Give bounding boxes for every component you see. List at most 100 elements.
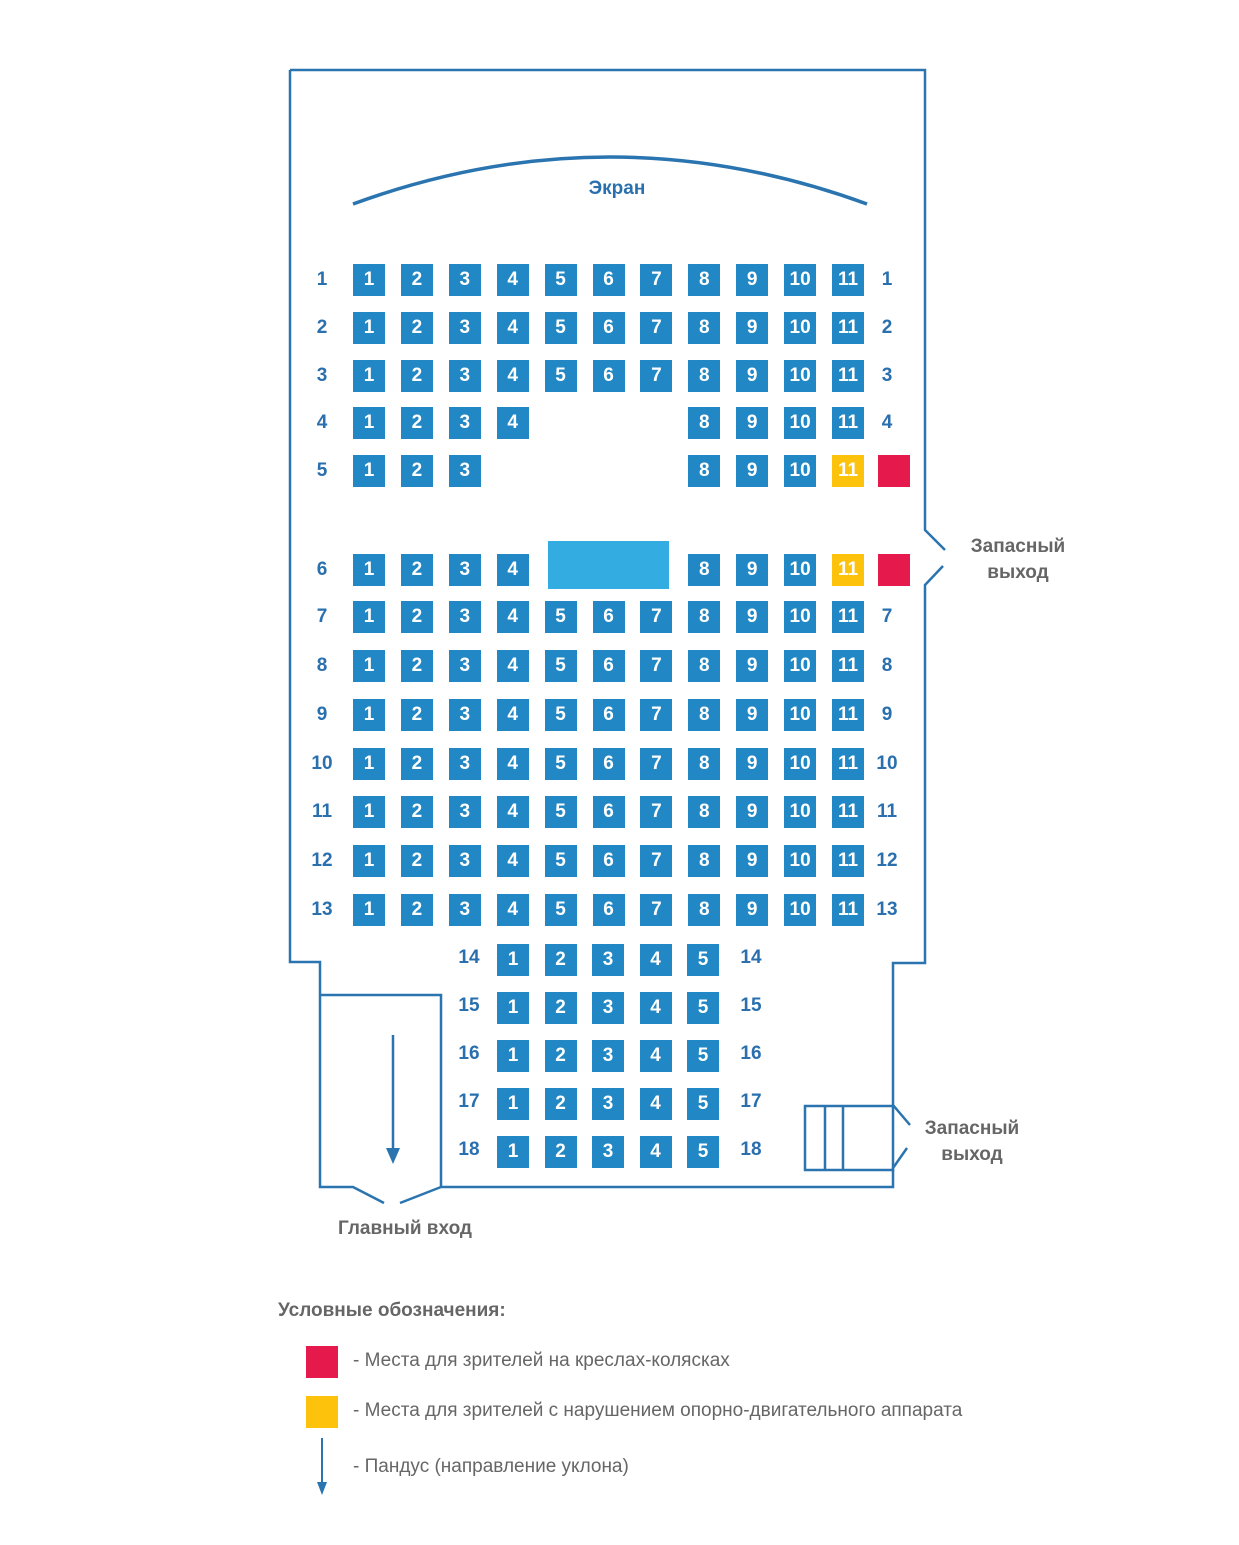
seat[interactable]: 4 xyxy=(496,845,529,877)
seat[interactable]: 3 xyxy=(448,407,481,439)
seat[interactable]: 11 xyxy=(832,796,864,828)
seat[interactable]: 7 xyxy=(640,264,673,296)
seat[interactable]: 1 xyxy=(353,360,385,392)
seat[interactable]: 3 xyxy=(592,1136,624,1168)
seat[interactable]: 1 xyxy=(497,992,529,1024)
seat[interactable]: 2 xyxy=(400,407,433,439)
seat[interactable]: 5 xyxy=(544,894,577,926)
seat[interactable]: 1 xyxy=(353,796,385,828)
seat[interactable]: 2 xyxy=(400,650,433,682)
seat[interactable]: 1 xyxy=(353,650,385,682)
seat[interactable]: 9 xyxy=(736,601,769,633)
seat[interactable]: 2 xyxy=(400,360,433,392)
seat[interactable]: 5 xyxy=(687,992,719,1024)
seat[interactable]: 10 xyxy=(784,796,817,828)
seat[interactable]: 6 xyxy=(592,264,625,296)
seat[interactable]: 10 xyxy=(784,312,817,344)
seat[interactable]: 11 xyxy=(832,360,864,392)
seat[interactable]: 9 xyxy=(736,264,769,296)
seat[interactable]: 5 xyxy=(544,264,577,296)
seat[interactable]: 11 xyxy=(832,748,864,780)
seat[interactable]: 2 xyxy=(400,264,433,296)
seat[interactable]: 10 xyxy=(784,650,817,682)
seat[interactable]: 1 xyxy=(497,1088,529,1120)
seat[interactable]: 3 xyxy=(448,748,481,780)
seat[interactable]: 2 xyxy=(400,748,433,780)
seat[interactable]: 3 xyxy=(592,1088,624,1120)
seat[interactable]: 6 xyxy=(592,845,625,877)
seat[interactable]: 6 xyxy=(592,650,625,682)
seat[interactable]: 10 xyxy=(784,748,817,780)
seat[interactable]: 4 xyxy=(639,992,672,1024)
seat[interactable]: 6 xyxy=(592,601,625,633)
seat[interactable]: 1 xyxy=(353,455,385,487)
seat[interactable]: 1 xyxy=(353,407,385,439)
seat[interactable]: 3 xyxy=(448,796,481,828)
seat[interactable]: 2 xyxy=(544,992,577,1024)
seat[interactable]: 11 xyxy=(832,601,864,633)
seat[interactable]: 7 xyxy=(640,796,673,828)
seat[interactable]: 7 xyxy=(640,650,673,682)
seat[interactable]: 10 xyxy=(784,601,817,633)
seat[interactable]: 5 xyxy=(544,748,577,780)
seat[interactable]: 8 xyxy=(688,407,721,439)
seat[interactable]: 1 xyxy=(497,1040,529,1072)
seat[interactable]: 7 xyxy=(640,845,673,877)
seat[interactable]: 3 xyxy=(448,312,481,344)
seat[interactable]: 2 xyxy=(400,796,433,828)
seat[interactable]: 3 xyxy=(448,360,481,392)
seat[interactable]: 9 xyxy=(736,407,769,439)
seat[interactable]: 11 xyxy=(832,407,864,439)
seat[interactable]: 2 xyxy=(400,312,433,344)
seat[interactable]: 9 xyxy=(736,312,769,344)
seat[interactable]: 1 xyxy=(353,312,385,344)
seat[interactable]: 8 xyxy=(688,894,721,926)
seat[interactable]: 1 xyxy=(353,554,385,586)
seat[interactable]: 10 xyxy=(784,455,817,487)
seat[interactable]: 10 xyxy=(784,894,817,926)
seat[interactable]: 3 xyxy=(592,944,624,976)
seat[interactable]: 2 xyxy=(400,601,433,633)
seat[interactable]: 10 xyxy=(784,699,817,731)
seat[interactable]: 4 xyxy=(496,699,529,731)
seat[interactable]: 2 xyxy=(400,845,433,877)
seat[interactable]: 5 xyxy=(544,312,577,344)
seat[interactable]: 10 xyxy=(784,360,817,392)
seat[interactable]: 8 xyxy=(688,554,721,586)
seat[interactable]: 11 xyxy=(832,264,864,296)
seat[interactable]: 10 xyxy=(784,407,817,439)
seat[interactable]: 9 xyxy=(736,554,769,586)
seat[interactable]: 8 xyxy=(688,796,721,828)
seat[interactable]: 8 xyxy=(688,455,721,487)
seat[interactable]: 3 xyxy=(448,650,481,682)
mobility-seat[interactable]: 11 xyxy=(832,554,864,586)
seat[interactable]: 2 xyxy=(544,1088,577,1120)
seat[interactable]: 9 xyxy=(736,650,769,682)
seat[interactable]: 2 xyxy=(544,1136,577,1168)
seat[interactable]: 11 xyxy=(832,894,864,926)
wheelchair-seat[interactable] xyxy=(878,455,910,487)
seat[interactable]: 3 xyxy=(448,699,481,731)
seat[interactable]: 6 xyxy=(592,796,625,828)
seat[interactable]: 8 xyxy=(688,699,721,731)
seat[interactable]: 6 xyxy=(592,360,625,392)
seat[interactable]: 11 xyxy=(832,845,864,877)
seat[interactable]: 8 xyxy=(688,360,721,392)
seat[interactable]: 3 xyxy=(448,845,481,877)
seat[interactable]: 3 xyxy=(448,601,481,633)
seat[interactable]: 3 xyxy=(448,894,481,926)
seat[interactable]: 11 xyxy=(832,312,864,344)
seat[interactable]: 10 xyxy=(784,264,817,296)
seat[interactable]: 6 xyxy=(592,699,625,731)
seat[interactable]: 7 xyxy=(640,894,673,926)
seat[interactable]: 6 xyxy=(592,894,625,926)
seat[interactable]: 4 xyxy=(496,554,529,586)
seat[interactable]: 3 xyxy=(448,264,481,296)
seat[interactable]: 8 xyxy=(688,650,721,682)
seat[interactable]: 4 xyxy=(496,360,529,392)
seat[interactable]: 2 xyxy=(400,455,433,487)
seat[interactable]: 4 xyxy=(496,601,529,633)
seat[interactable]: 5 xyxy=(544,650,577,682)
seat[interactable]: 9 xyxy=(736,455,769,487)
seat[interactable]: 10 xyxy=(784,845,817,877)
